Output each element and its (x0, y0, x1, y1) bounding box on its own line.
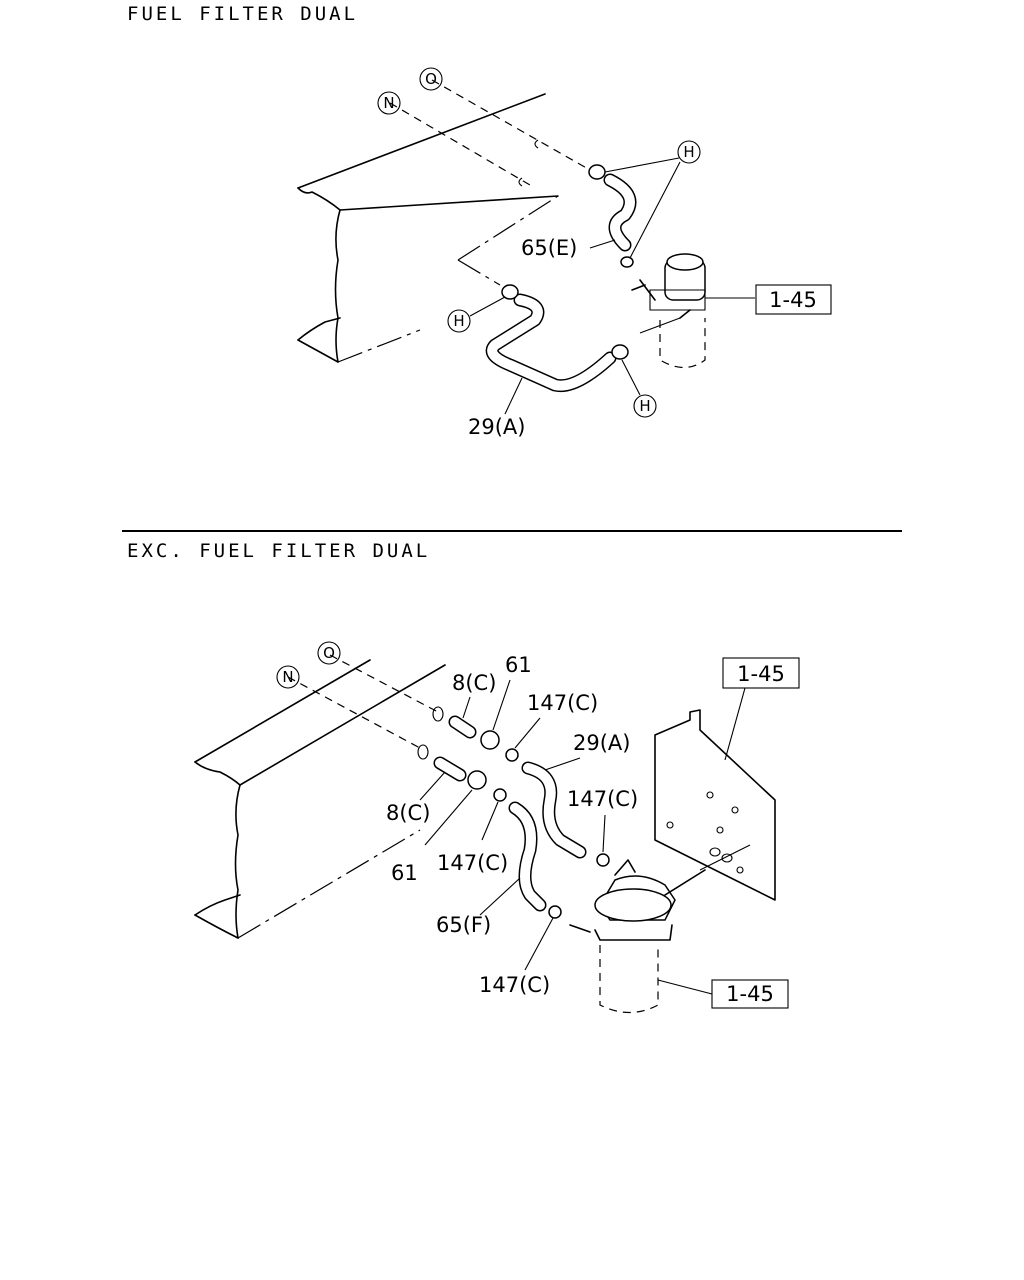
ref-h-circle-1 (677, 140, 701, 164)
part-label-8c-lower: 8(C) (386, 801, 430, 825)
box-label-1-45-filter: 1-45 (726, 982, 774, 1006)
section-divider (122, 530, 902, 532)
ref-o-label: O (425, 70, 437, 88)
ref-h-label-1: H (683, 143, 694, 161)
part-label-8c-upper: 8(C) (452, 671, 496, 695)
ref-n-circle-bottom (276, 665, 300, 689)
bottom-clips-and-clamps (467, 730, 610, 919)
bottom-bracket (654, 709, 776, 901)
part-label-147c-2: 147(C) (567, 787, 638, 811)
top-fuel-filter-dual (631, 253, 755, 369)
ref-n-circle (377, 91, 401, 115)
bottom-callouts: O N 8(C) 61 147(C) 29(A) 147(C) 8(C) 61 … (276, 641, 800, 1009)
box-label-1-45-top: 1-45 (769, 288, 817, 312)
part-label-65f: 65(F) (436, 913, 491, 937)
part-label-65e: 65(E) (521, 236, 577, 260)
bottom-fuel-filter (569, 859, 706, 1014)
part-label-61-upper: 61 (505, 653, 532, 677)
ref-n-label: N (383, 94, 394, 112)
ref-o-circle (419, 67, 443, 91)
part-label-147c-1: 147(C) (527, 691, 598, 715)
ref-n-label-bottom: N (282, 668, 293, 686)
bottom-leader-lines (287, 654, 444, 760)
section-title-fuel-filter-dual: FUEL FILTER DUAL (127, 3, 359, 25)
ref-h-circle-3 (633, 394, 657, 418)
bottom-pipes (433, 715, 477, 782)
part-label-29a-bottom: 29(A) (573, 731, 630, 755)
ref-h-label-2: H (453, 312, 464, 330)
box-1-45-top (755, 284, 832, 315)
box-label-1-45-bracket: 1-45 (737, 662, 785, 686)
bottom-frame-rail (194, 659, 446, 939)
part-label-29a: 29(A) (468, 415, 525, 439)
box-1-45-bracket (722, 657, 800, 689)
part-label-147c-3: 147(C) (437, 851, 508, 875)
ref-h-circle-2 (447, 309, 471, 333)
ref-o-label-bottom: O (323, 644, 335, 662)
top-leader-lines (389, 79, 591, 187)
part-label-147c-4: 147(C) (479, 973, 550, 997)
top-clamps (501, 164, 634, 360)
top-hoses (485, 173, 637, 393)
top-frame-rail (297, 93, 559, 363)
section-title-exc-fuel-filter-dual: EXC. FUEL FILTER DUAL (127, 540, 431, 562)
ref-o-circle-bottom (317, 641, 341, 665)
part-label-61-lower: 61 (391, 861, 418, 885)
bottom-hoses (508, 761, 587, 912)
ref-h-label-3: H (639, 397, 650, 415)
top-callouts: O N H H H 65(E) 29(A) 1-45 (377, 67, 832, 439)
